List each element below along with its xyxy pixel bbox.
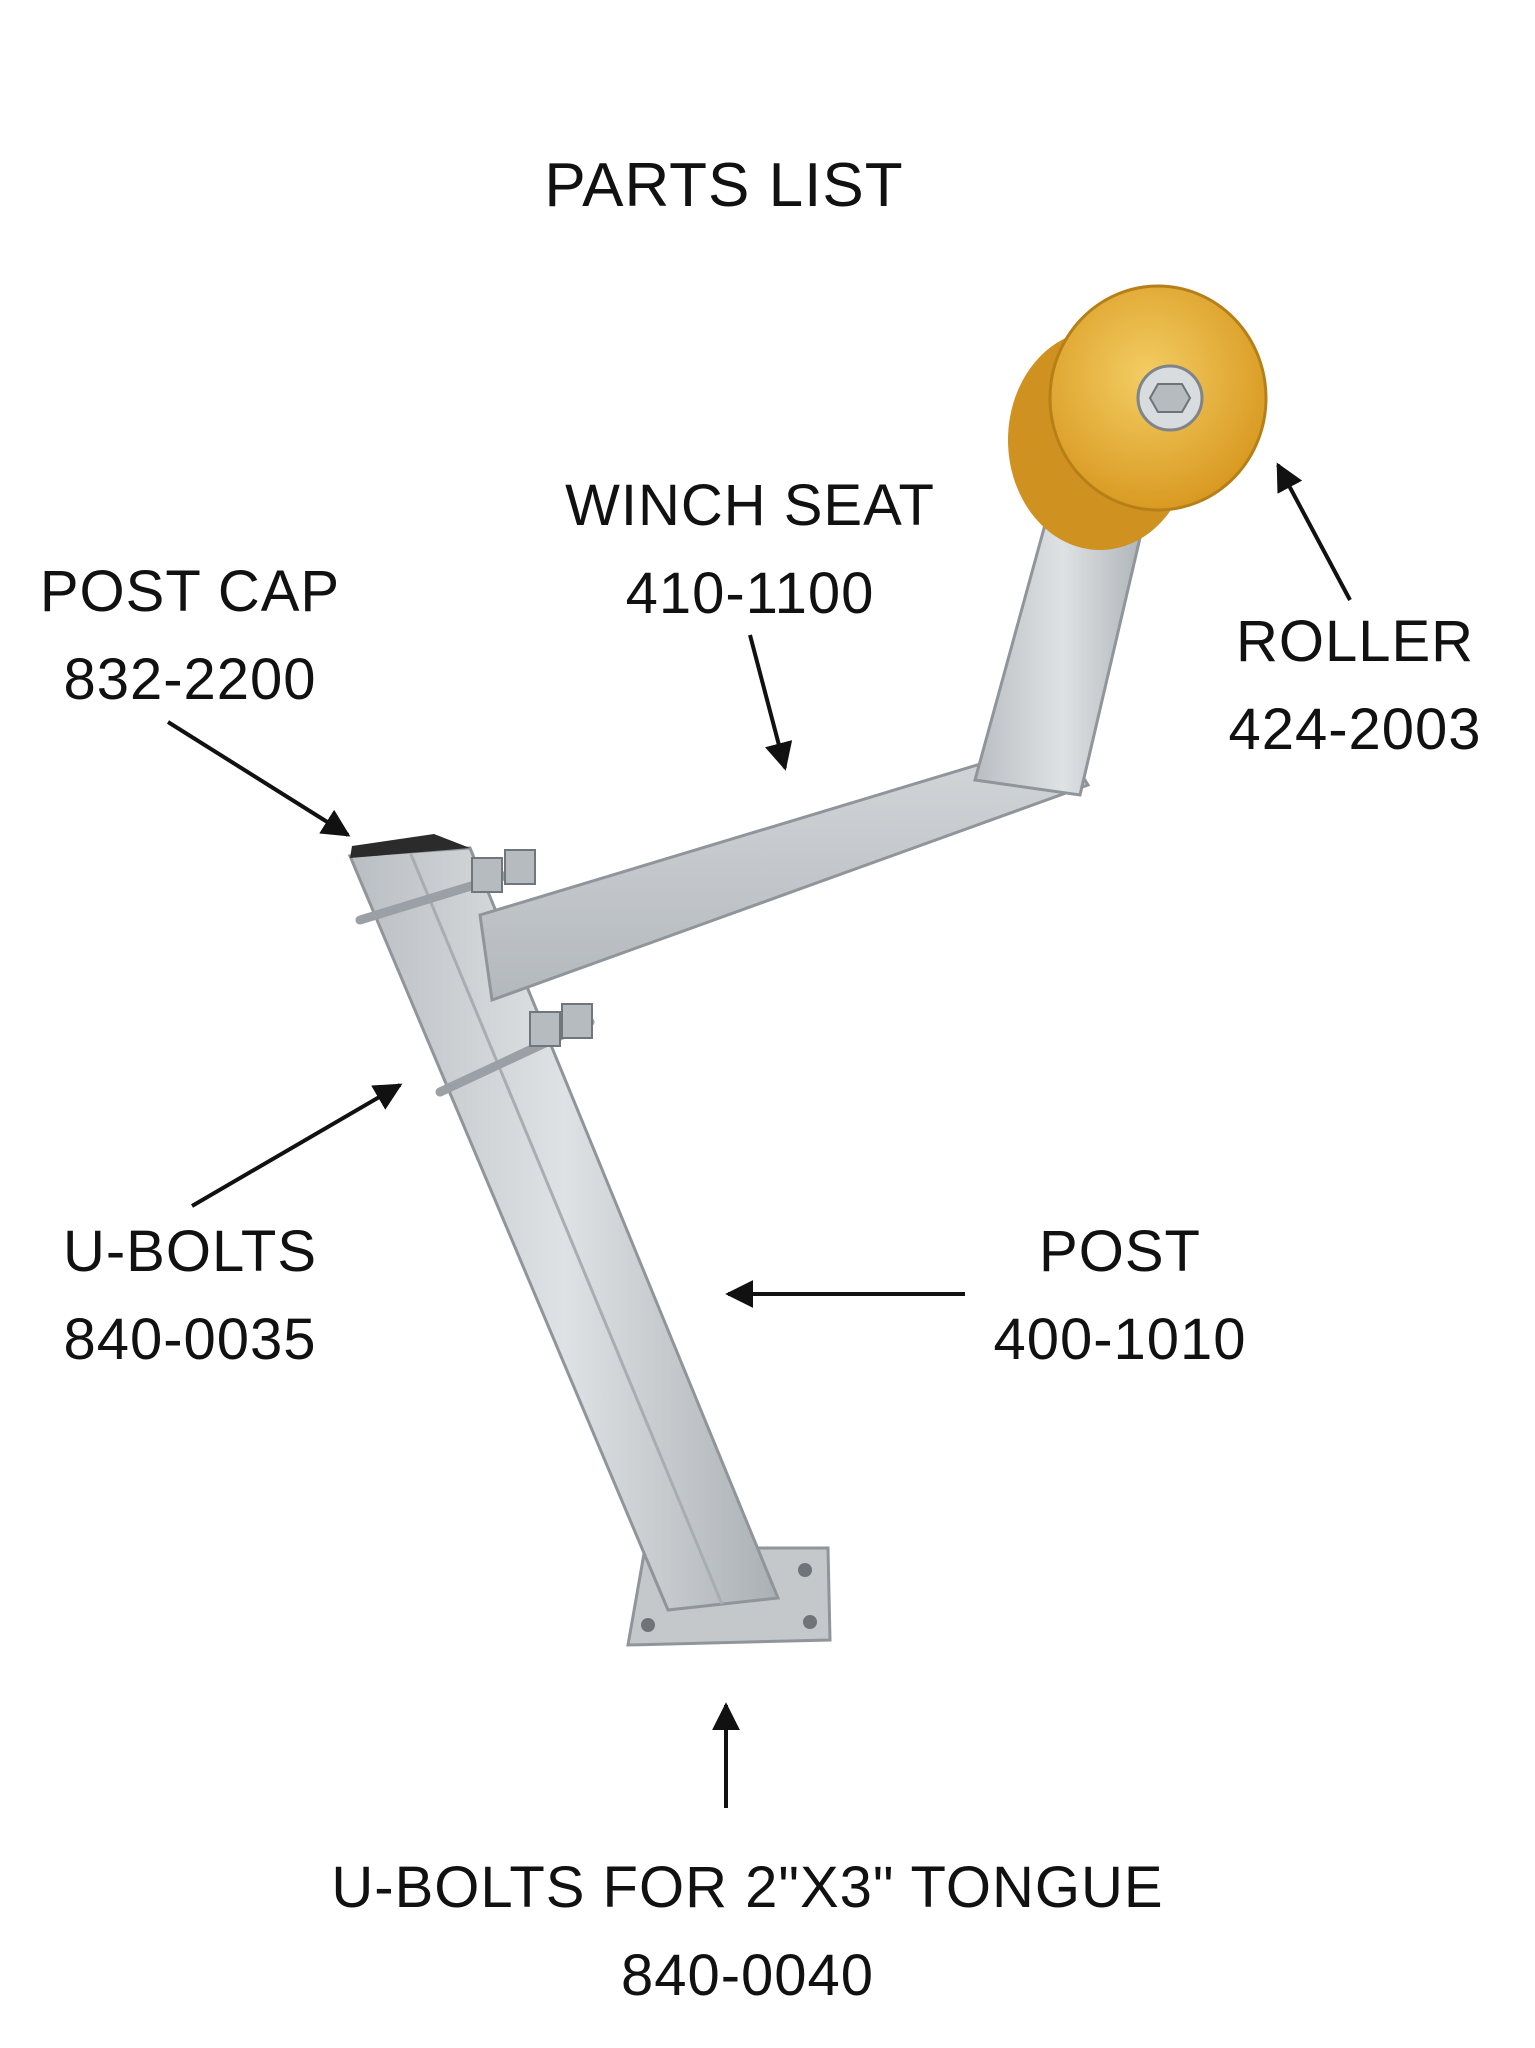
label-tongue-u-bolts: U-BOLTS FOR 2"X3" TONGUE 840-0040 — [260, 1844, 1235, 2020]
winch-seat-number: 410-1100 — [625, 561, 875, 626]
u-bolts-arrow — [190, 1083, 403, 1208]
label-post: POST 400-1010 — [955, 1208, 1285, 1384]
tongue-u-bolts-number: 840-0040 — [620, 1943, 875, 2008]
label-post-cap: POST CAP 832-2200 — [20, 548, 360, 724]
label-winch-seat: WINCH SEAT 410-1100 — [540, 462, 960, 638]
roller-wheel — [1008, 284, 1268, 550]
post-number: 400-1010 — [993, 1307, 1247, 1372]
roller-arrow — [1276, 462, 1352, 601]
post-cap-arrow — [166, 720, 351, 837]
label-roller: ROLLER 424-2003 — [1190, 598, 1520, 774]
post-cap-number: 832-2200 — [63, 647, 317, 712]
roller-name: ROLLER — [1235, 609, 1475, 674]
page-title: PARTS LIST — [544, 151, 904, 220]
post-name: POST — [1039, 1219, 1201, 1284]
label-u-bolts: U-BOLTS 840-0035 — [20, 1208, 360, 1384]
u-bolts-number: 840-0035 — [63, 1307, 317, 1372]
winch-seat-name: WINCH SEAT — [565, 473, 935, 538]
tongue-u-bolts-name: U-BOLTS FOR 2"X3" TONGUE — [331, 1855, 1164, 1920]
u-bolt-lower — [435, 1003, 595, 1097]
winch-seat-arrow — [748, 634, 793, 771]
u-bolts-name: U-BOLTS — [62, 1219, 318, 1284]
post-cap — [350, 834, 470, 858]
post-cap-name: POST CAP — [39, 559, 341, 624]
winch-seat-arm — [478, 738, 1091, 1003]
u-bolt-upper — [355, 849, 536, 925]
roller-number: 424-2003 — [1228, 697, 1482, 762]
